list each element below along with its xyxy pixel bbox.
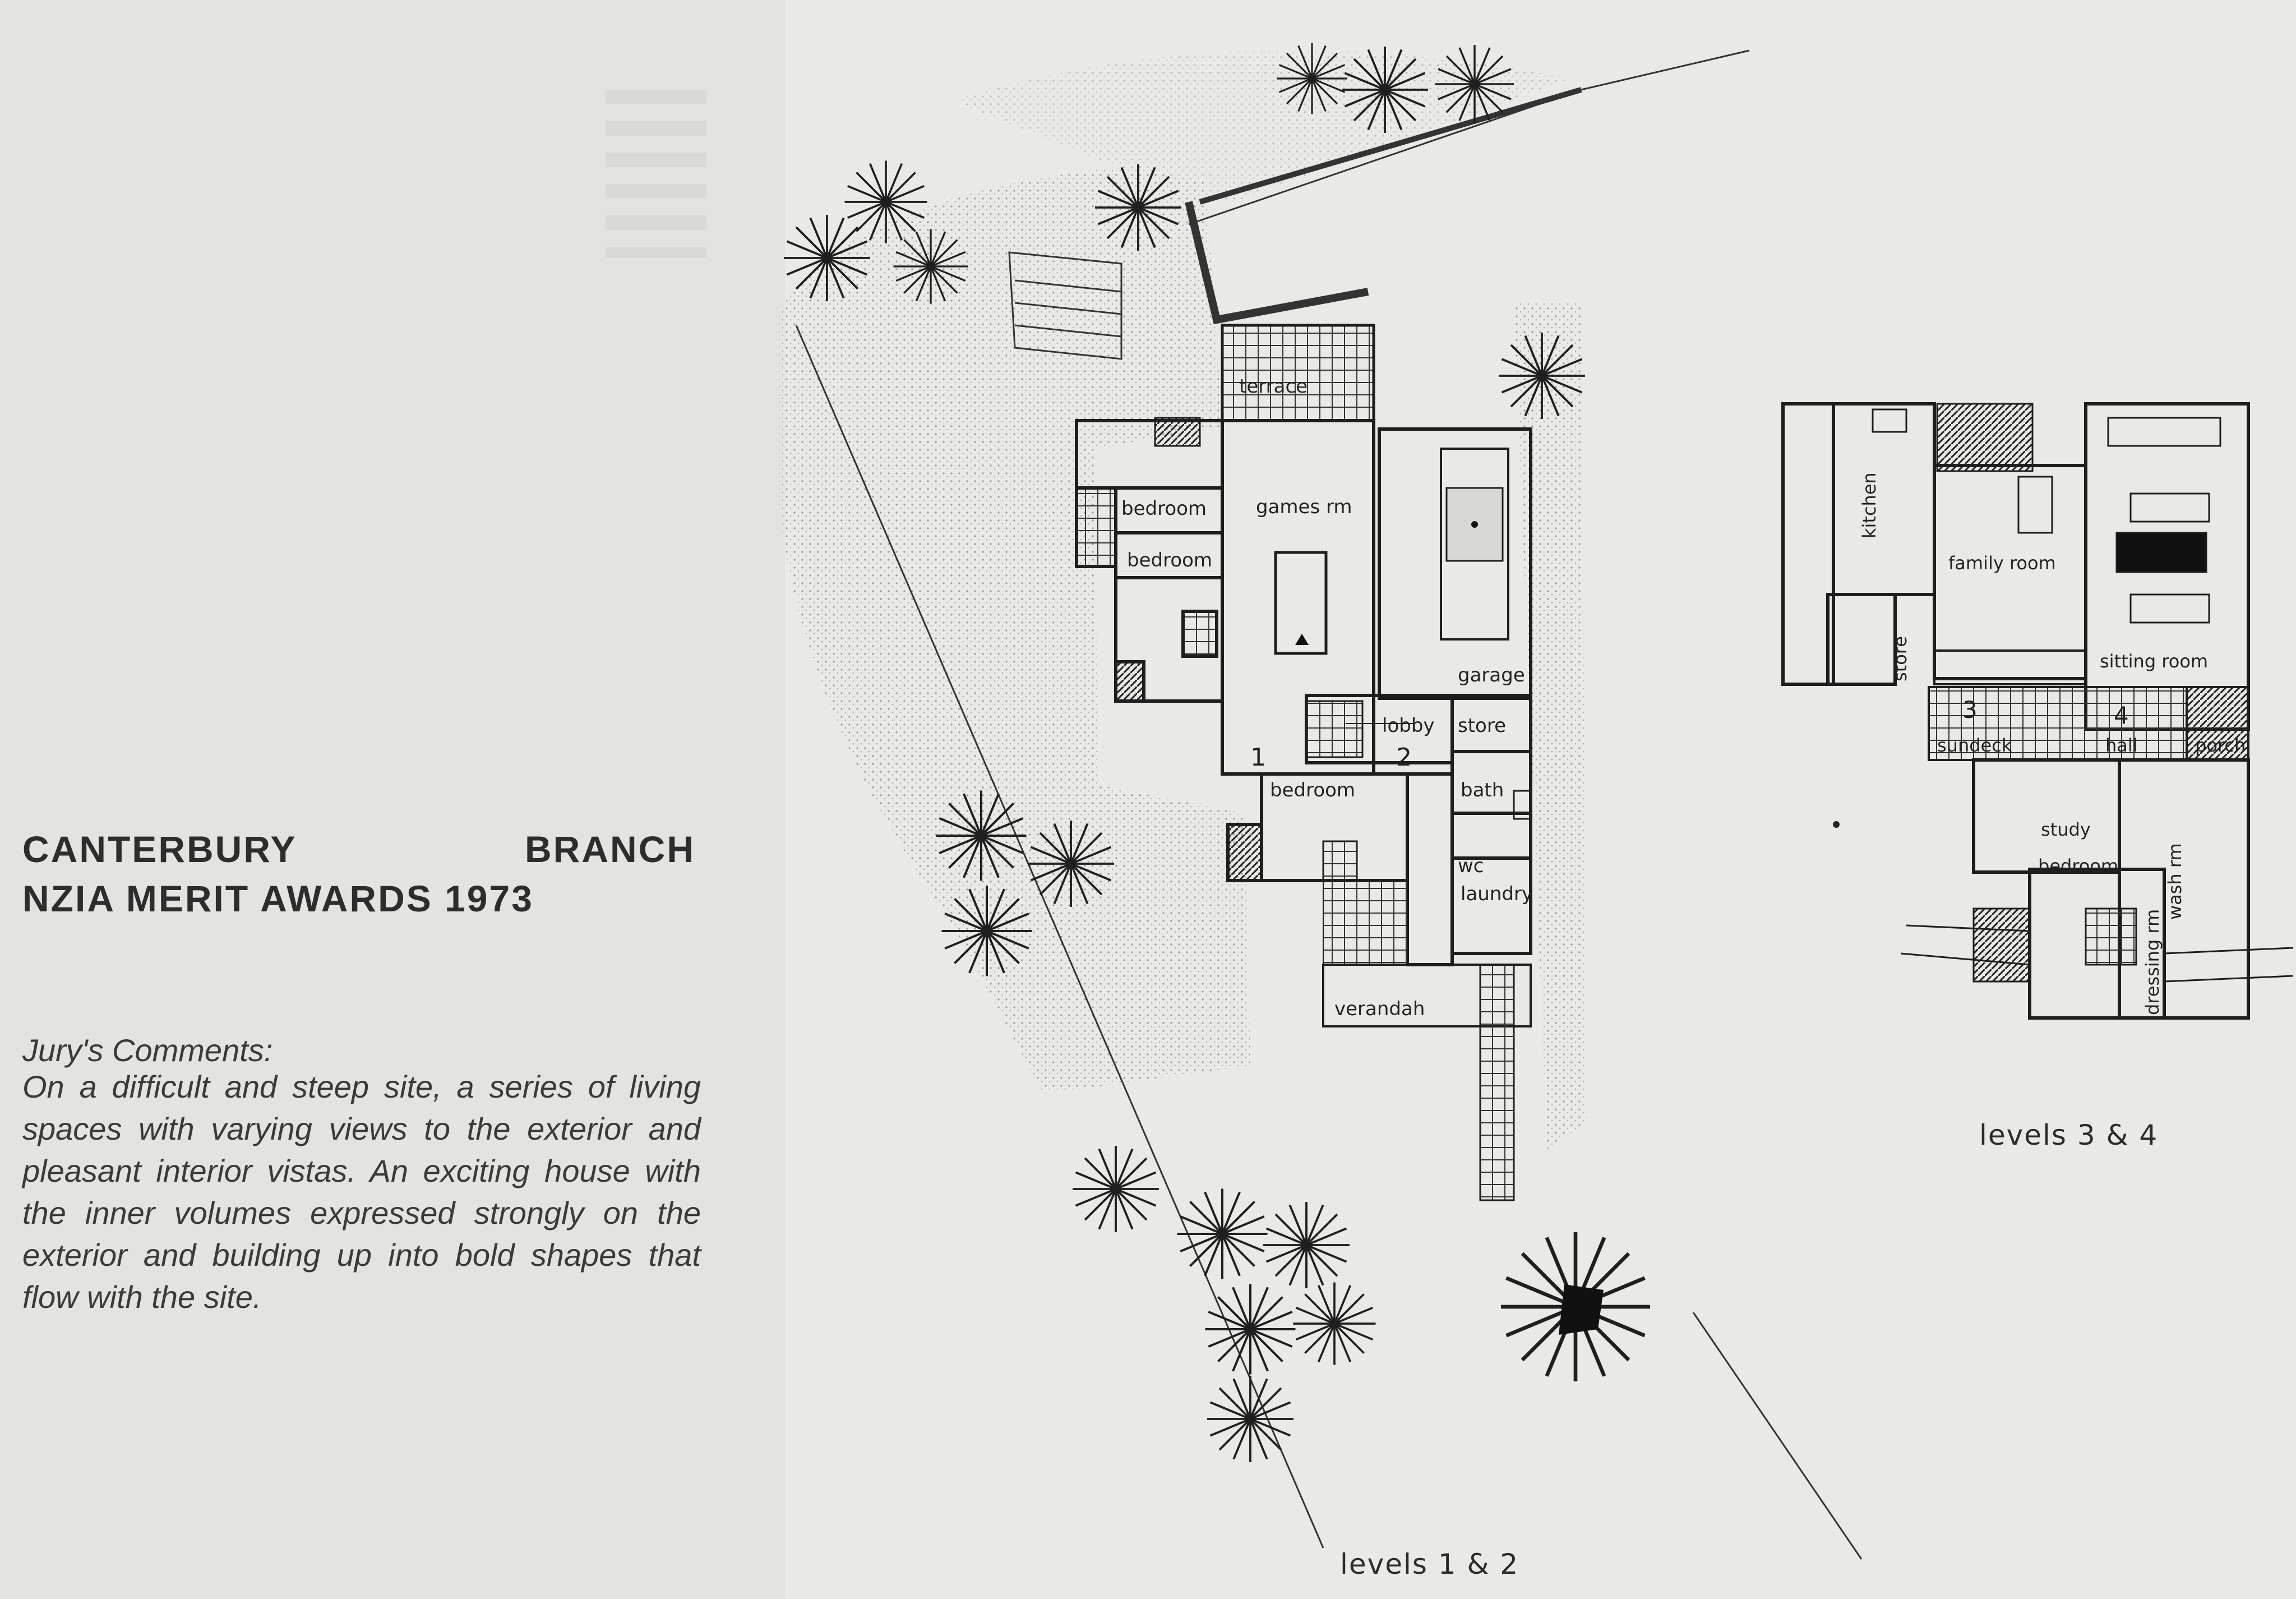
- label-hall: hall: [2105, 735, 2138, 756]
- label-level-4: 4: [2114, 702, 2129, 729]
- article-heading: CANTERBURY BRANCH NZIA MERIT AWARDS 1973: [22, 824, 695, 923]
- label-games-room: games rm: [1256, 496, 1352, 518]
- label-study: study: [2041, 819, 2091, 840]
- label-sitting-room: sitting room: [2100, 651, 2208, 672]
- label-bedroom-b: bedroom: [1127, 549, 1212, 572]
- label-level-3: 3: [1962, 696, 1978, 724]
- label-level-2: 2: [1396, 743, 1412, 772]
- jury-comments-text: On a difficult and steep site, a series …: [22, 1069, 701, 1315]
- caption-levels-1-2: levels 1 & 2: [1340, 1548, 1519, 1580]
- label-family-room: family room: [1948, 552, 2056, 574]
- label-kitchen: kitchen: [1859, 472, 1880, 538]
- heading-word-canterbury: CANTERBURY: [22, 828, 297, 870]
- label-store-upper: store: [1890, 636, 1911, 681]
- label-laundry: laundry: [1461, 883, 1533, 905]
- caption-levels-3-4: levels 3 & 4: [1979, 1119, 2159, 1151]
- label-dressing-room: dressing rm: [2142, 909, 2163, 1015]
- site-steps: [1008, 251, 1122, 360]
- article-column: CANTERBURY BRANCH NZIA MERIT AWARDS 1973…: [0, 0, 785, 1599]
- label-lobby: lobby: [1382, 715, 1435, 737]
- label-terrace: terrace: [1239, 375, 1308, 398]
- label-wash-room: wash rm: [2164, 843, 2186, 920]
- label-bedroom-c: bedroom: [1270, 779, 1355, 801]
- label-bedroom-a: bedroom: [1121, 497, 1207, 520]
- label-wc: wc: [1458, 855, 1484, 877]
- label-bedroom-upper: bedroom: [2038, 855, 2118, 877]
- label-bath: bath: [1461, 779, 1504, 801]
- jury-comments-label: Jury's Comments:: [22, 1033, 273, 1068]
- heading-word-branch: BRANCH: [525, 828, 695, 870]
- label-store: store: [1458, 715, 1506, 737]
- tree-canopy-dark: [1559, 1284, 1604, 1335]
- heading-line-awards: NZIA MERIT AWARDS 1973: [22, 878, 534, 919]
- label-garage: garage: [1458, 664, 1525, 686]
- label-verandah: verandah: [1334, 998, 1425, 1020]
- terrace-deck: [1221, 324, 1375, 422]
- bleed-through-text: [606, 90, 706, 258]
- label-sundeck: sundeck: [1937, 735, 2012, 756]
- label-porch: porch: [2195, 735, 2246, 756]
- plan-levels-3-4: [1781, 402, 2294, 1020]
- label-level-1: 1: [1250, 743, 1266, 772]
- plan-levels-1-2: [1075, 324, 1532, 1201]
- survey-dot: [1833, 821, 1840, 828]
